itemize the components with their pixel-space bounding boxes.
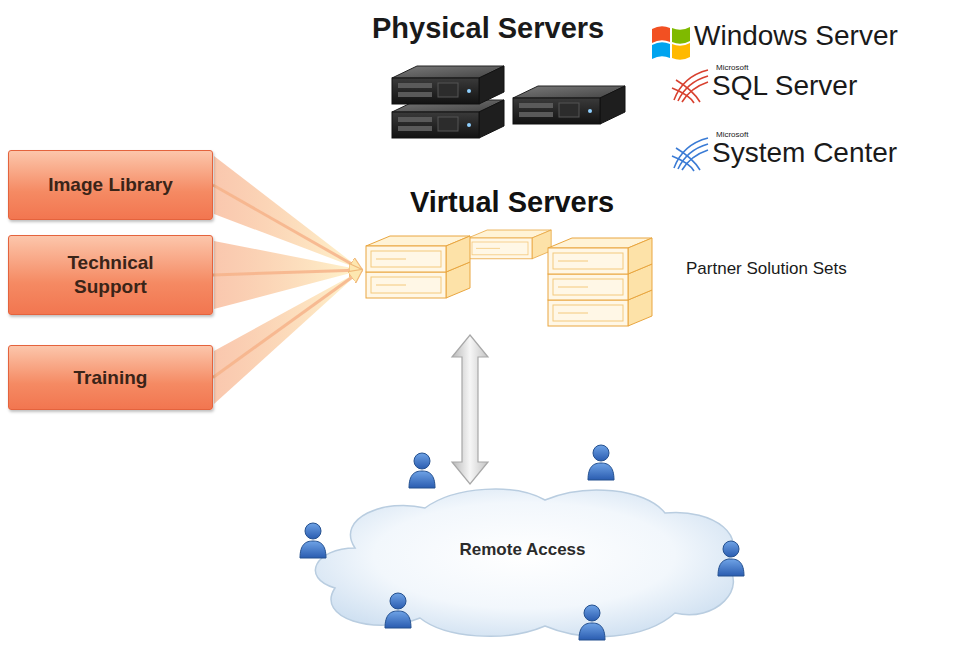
node-text: Virtual Servers [410, 185, 614, 220]
product-name: Windows Server [694, 22, 898, 50]
node-text: Technical Support [36, 251, 186, 299]
virtual-servers-group: Virtual Servers [362, 185, 662, 333]
glow-wedge [214, 270, 362, 404]
cloud-shape [295, 478, 750, 643]
user-icon [409, 453, 435, 488]
node-text: Image Library [48, 173, 173, 197]
arrow-line [213, 270, 362, 378]
glow-arrow [213, 241, 362, 309]
user-icon [300, 523, 326, 558]
virtual-servers-illustration [366, 230, 652, 326]
glow-arrow [213, 270, 362, 404]
node-text: Training [74, 366, 148, 390]
physical-servers [392, 66, 625, 138]
section-heading: Physical Servers [372, 14, 604, 43]
side-note: Partner Solution Sets [686, 260, 847, 277]
service-box: Technical Support [8, 235, 213, 315]
system-center-logo [672, 138, 708, 171]
cloud-outline [315, 489, 733, 636]
windows-logo [652, 26, 690, 60]
node-text: Remote Access [460, 540, 586, 560]
product-name: System Center [712, 139, 897, 167]
sql-server-logo [672, 70, 708, 103]
double-arrow [452, 335, 488, 484]
glow-wedge [214, 241, 362, 309]
product-name: SQL Server [712, 72, 857, 100]
vendor-name: Microsoft [716, 64, 748, 72]
arrow-shape [452, 335, 488, 484]
user-icon [718, 541, 744, 576]
user-icon [385, 593, 411, 628]
arrow-line [213, 270, 362, 275]
user-icon [579, 605, 605, 640]
vendor-name: Microsoft [716, 131, 748, 139]
service-box: Image Library [8, 150, 213, 220]
service-box: Training [8, 345, 213, 410]
user-icon [588, 445, 614, 480]
remote-access-cloud: Remote Access [295, 478, 750, 643]
